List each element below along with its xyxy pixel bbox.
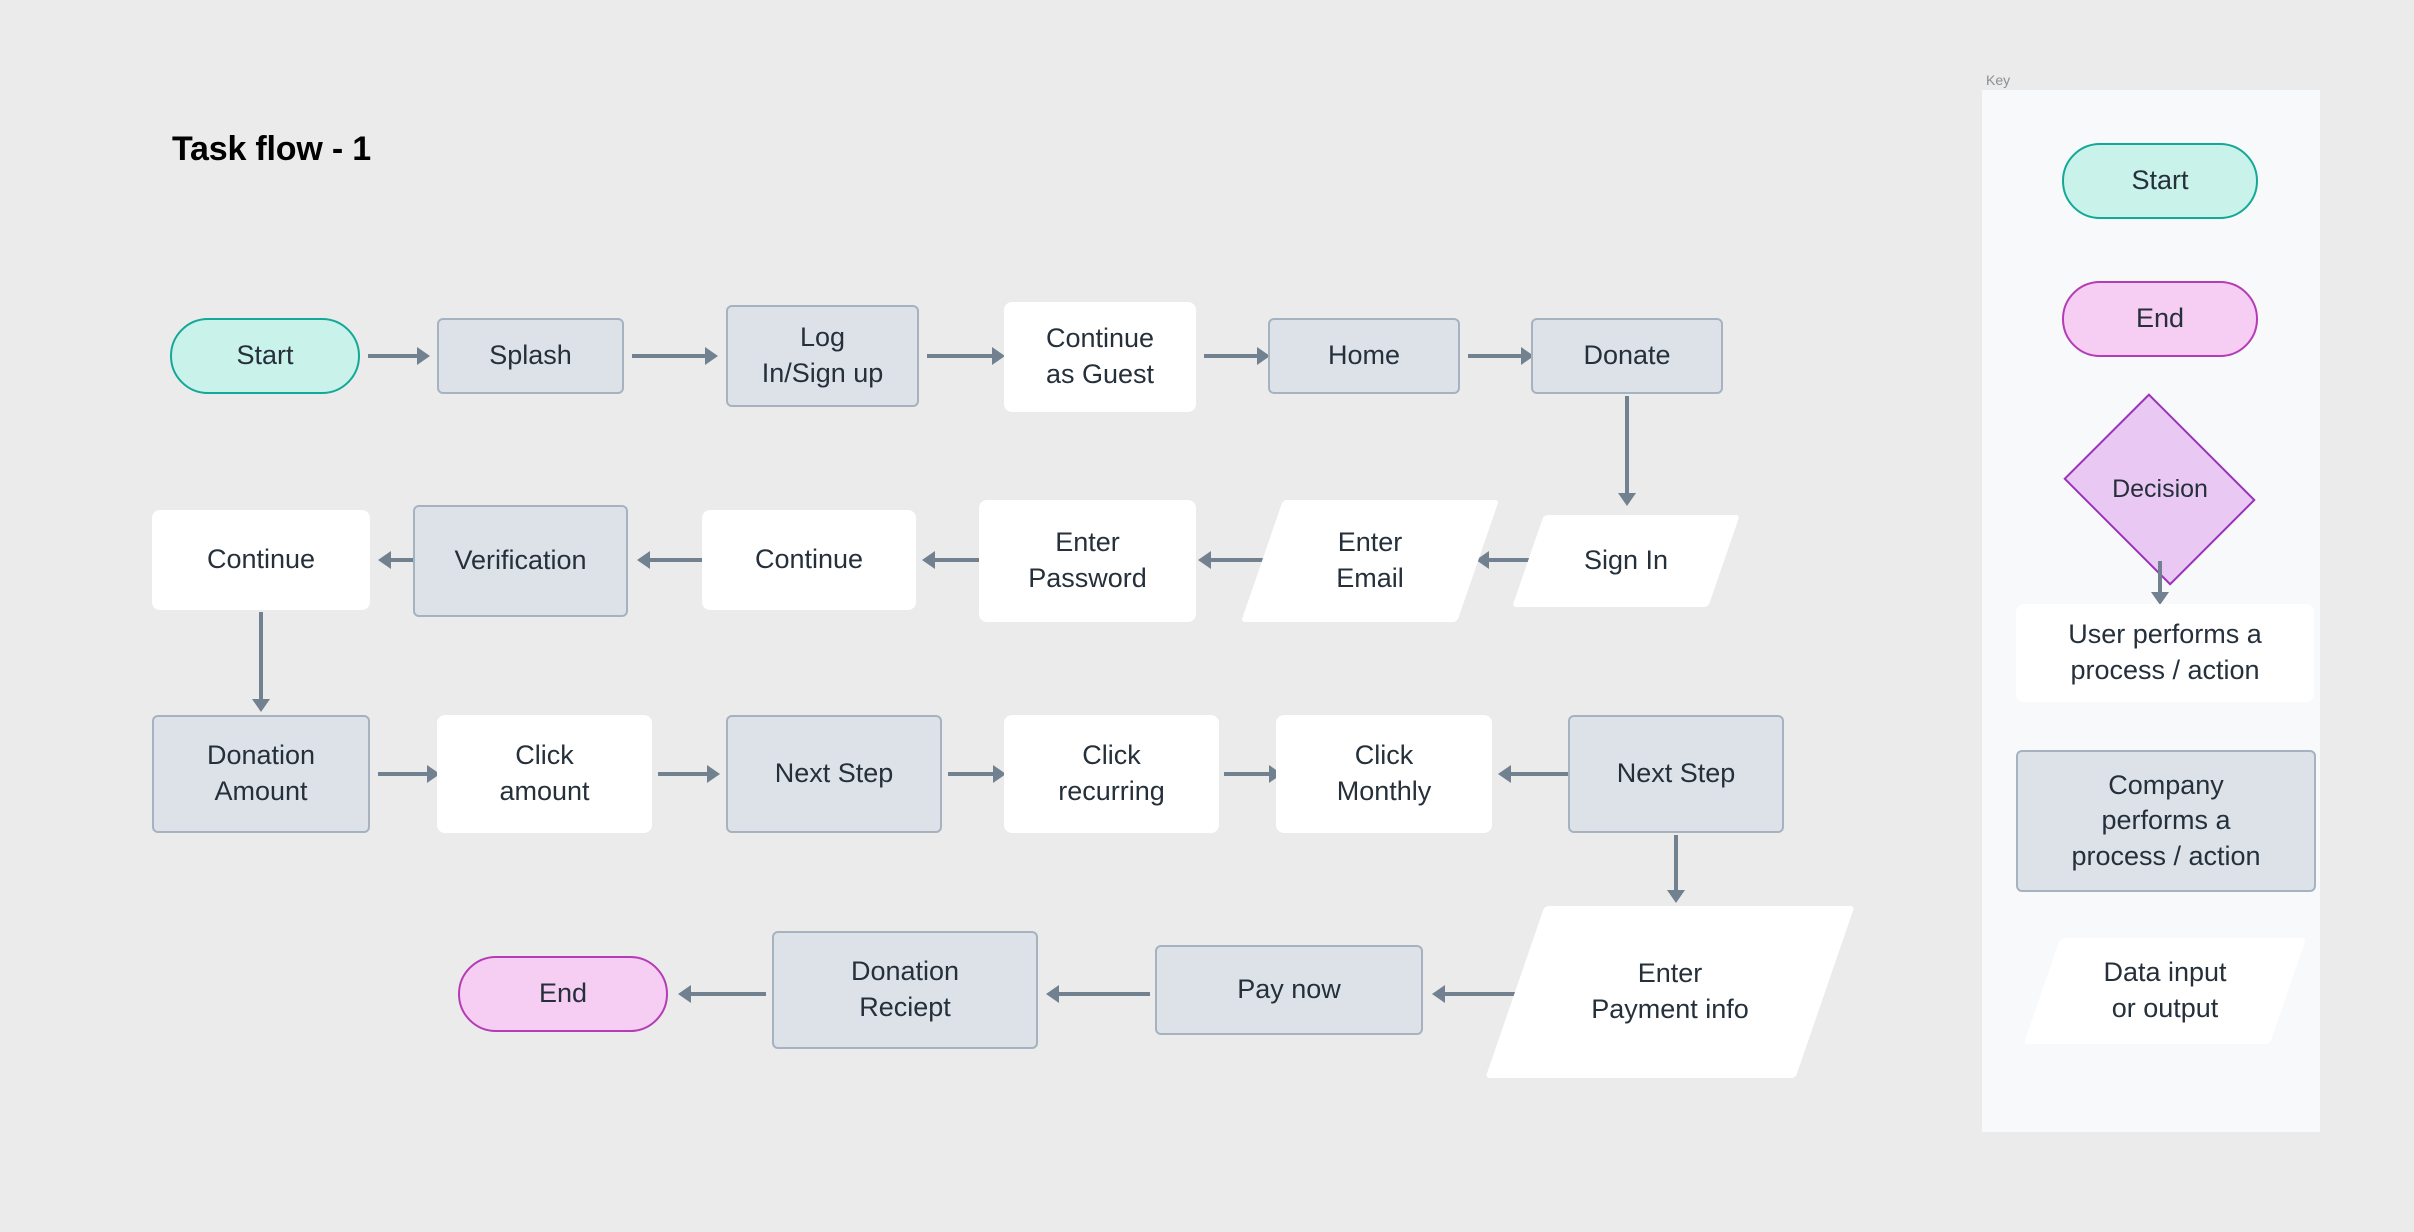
node-log-in-sign-up[interactable]: Log In/Sign up <box>726 305 919 407</box>
connector-next-step-2-to-enter-payment-info <box>1667 835 1685 903</box>
connector-next-step-2-to-click-monthly <box>1498 765 1568 783</box>
node-verification[interactable]: Verification <box>413 505 628 617</box>
connector-splash-to-login <box>632 347 718 365</box>
legend-item-user-process[interactable]: User performs a process / action <box>2016 604 2314 702</box>
node-label: Sign In <box>1583 545 1669 576</box>
node-label: Click recurring <box>1058 740 1165 806</box>
node-continue-as-guest[interactable]: Continue as Guest <box>1004 302 1196 412</box>
node-label: Continue <box>754 544 864 575</box>
node-label: Start <box>236 340 294 371</box>
node-label: Continue <box>206 544 316 575</box>
node-label: Donation Amount <box>206 740 316 806</box>
connector-continue-to-verification <box>637 551 703 569</box>
legend-item-start[interactable]: Start <box>2062 143 2258 219</box>
node-label: End <box>538 978 588 1009</box>
node-home[interactable]: Home <box>1268 318 1460 394</box>
connector-home-to-donate <box>1468 347 1534 365</box>
node-pay-now[interactable]: Pay now <box>1155 945 1423 1035</box>
node-donate[interactable]: Donate <box>1531 318 1723 394</box>
page-title: Task flow - 1 <box>172 130 371 168</box>
node-donation-amount[interactable]: Donation Amount <box>152 715 370 833</box>
node-label: Splash <box>489 340 572 371</box>
legend-item-end[interactable]: End <box>2062 281 2258 357</box>
node-label: Click amount <box>499 740 590 806</box>
node-continue-password[interactable]: Continue <box>702 510 916 610</box>
connector-enter-email-to-enter-password <box>1198 551 1264 569</box>
node-enter-payment-info[interactable]: Enter Payment info <box>1485 906 1855 1078</box>
node-label: Continue as Guest <box>1045 323 1155 389</box>
node-click-recurring[interactable]: Click recurring <box>1004 715 1219 833</box>
connector-donation-amount-to-click-amount <box>378 765 440 783</box>
node-label: Decision <box>2112 474 2208 503</box>
node-label: Click Monthly <box>1336 740 1432 806</box>
connector-click-recurring-to-click-monthly <box>1224 765 1282 783</box>
connector-pay-now-to-donation-receipt <box>1046 985 1150 1003</box>
legend-item-data-io[interactable]: Data input or output <box>2023 938 2307 1044</box>
connector-continue-to-donation-amount <box>252 612 270 712</box>
legend-item-company-process[interactable]: Company performs a process / action <box>2016 750 2316 892</box>
legend-title: Key <box>1986 72 2011 88</box>
node-label: Start <box>2131 165 2189 196</box>
node-label: Next Step <box>1616 758 1736 789</box>
connector-click-amount-to-next-step-1 <box>658 765 720 783</box>
connector-start-to-splash <box>368 347 430 365</box>
node-label: Next Step <box>774 758 894 789</box>
node-label: Enter Payment info <box>1591 958 1749 1024</box>
node-label: Enter Password <box>1028 527 1147 593</box>
node-label: Donation Reciept <box>850 956 960 1022</box>
node-label: Data input or output <box>2103 957 2227 1023</box>
node-sign-in[interactable]: Sign In <box>1512 515 1740 607</box>
connector-donate-to-sign-in <box>1618 396 1636 506</box>
node-end[interactable]: End <box>458 956 668 1032</box>
node-label: Enter Email <box>1336 527 1404 593</box>
node-splash[interactable]: Splash <box>437 318 624 394</box>
connector-enter-payment-info-to-pay-now <box>1432 985 1532 1003</box>
legend-item-decision[interactable]: Decision <box>2055 392 2265 586</box>
connector-login-to-continue-guest <box>927 347 1005 365</box>
node-start[interactable]: Start <box>170 318 360 394</box>
node-click-monthly[interactable]: Click Monthly <box>1276 715 1492 833</box>
node-label: Home <box>1327 340 1401 371</box>
node-donation-receipt[interactable]: Donation Reciept <box>772 931 1038 1049</box>
node-label: User performs a process / action <box>2068 619 2262 685</box>
node-enter-email[interactable]: Enter Email <box>1240 500 1500 622</box>
node-click-amount[interactable]: Click amount <box>437 715 652 833</box>
connector-continue-guest-to-home <box>1204 347 1270 365</box>
connector-donation-receipt-to-end <box>678 985 766 1003</box>
node-next-step-2[interactable]: Next Step <box>1568 715 1784 833</box>
connector-next-step-1-to-click-recurring <box>948 765 1006 783</box>
connector-enter-password-to-continue <box>922 551 986 569</box>
node-enter-password[interactable]: Enter Password <box>979 500 1196 622</box>
legend-connector-decision-to-user-process <box>2151 561 2169 605</box>
node-label: End <box>2135 303 2185 334</box>
node-label: Company performs a process / action <box>2071 769 2261 871</box>
node-label: Pay now <box>1237 974 1341 1005</box>
node-label: Donate <box>1583 340 1671 371</box>
node-next-step-1[interactable]: Next Step <box>726 715 942 833</box>
node-label: Verification <box>454 545 587 576</box>
node-continue-verified[interactable]: Continue <box>152 510 370 610</box>
node-label: Log In/Sign up <box>761 322 884 388</box>
